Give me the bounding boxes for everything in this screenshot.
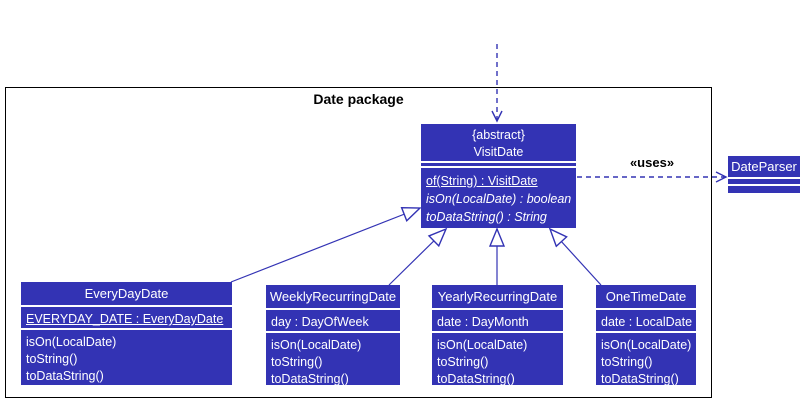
attribute-line: date : DayMonth bbox=[437, 315, 529, 329]
class-dateparser: DateParser bbox=[728, 156, 800, 193]
class-onetimedate-methods: isOn(LocalDate) toString() toDataString(… bbox=[596, 331, 696, 388]
uses-stereotype-label: «uses» bbox=[629, 155, 675, 170]
class-yearlyrecurringdate: YearlyRecurringDate date : DayMonth isOn… bbox=[432, 285, 563, 388]
class-onetimedate-name: OneTimeDate bbox=[605, 289, 687, 304]
class-yearlyrecurringdate-attrs: date : DayMonth bbox=[432, 308, 563, 331]
method-line: isOn(LocalDate) bbox=[601, 338, 692, 352]
class-yearlyrecurringdate-name: YearlyRecurringDate bbox=[437, 289, 558, 304]
attribute-line: EVERYDAY_DATE : EveryDayDate bbox=[26, 312, 224, 326]
class-weeklyrecurringdate: WeeklyRecurringDate day : DayOfWeek isOn… bbox=[266, 285, 400, 388]
class-everydaydate: EveryDayDate EVERYDAY_DATE : EveryDayDat… bbox=[21, 282, 232, 385]
class-everydaydate-name: EveryDayDate bbox=[84, 286, 169, 301]
method-line: of(String) : VisitDate bbox=[426, 174, 538, 188]
class-onetimedate: OneTimeDate date : LocalDate isOn(LocalD… bbox=[596, 285, 696, 388]
class-visitdate-methods: of(String) : VisitDate isOn(LocalDate) :… bbox=[421, 168, 576, 226]
class-visitdate: {abstract} VisitDate of(String) : VisitD… bbox=[421, 124, 576, 228]
class-weeklyrecurringdate-methods: isOn(LocalDate) toString() toDataString(… bbox=[266, 331, 400, 388]
class-visitdate-empty-attrs bbox=[421, 161, 576, 168]
class-weeklyrecurringdate-attrs: day : DayOfWeek bbox=[266, 308, 400, 331]
class-visitdate-title: {abstract} VisitDate bbox=[421, 124, 576, 161]
attribute-line: day : DayOfWeek bbox=[271, 315, 369, 329]
attribute-line: date : LocalDate bbox=[601, 315, 693, 329]
method-line: toString() bbox=[271, 355, 323, 369]
method-line: toString() bbox=[437, 355, 489, 369]
method-line: isOn(LocalDate) bbox=[437, 338, 528, 352]
method-line: isOn(LocalDate) : boolean bbox=[426, 192, 572, 206]
method-line: toString() bbox=[601, 355, 653, 369]
class-dateparser-name: DateParser bbox=[731, 159, 797, 174]
class-dateparser-empty-methods bbox=[728, 184, 800, 193]
method-line: toDataString() bbox=[271, 372, 349, 386]
method-line: toString() bbox=[26, 352, 78, 366]
method-line: toDataString() bbox=[601, 372, 679, 386]
class-everydaydate-attrs: EVERYDAY_DATE : EveryDayDate bbox=[21, 305, 232, 328]
class-visitdate-name: VisitDate bbox=[473, 145, 524, 159]
package-title: Date package bbox=[313, 91, 404, 107]
method-line: toDataString() bbox=[26, 369, 104, 383]
method-line: isOn(LocalDate) bbox=[26, 335, 117, 349]
class-yearlyrecurringdate-methods: isOn(LocalDate) toString() toDataString(… bbox=[432, 331, 563, 388]
method-line: toDataString() bbox=[437, 372, 515, 386]
class-dateparser-empty-attrs bbox=[728, 177, 800, 184]
class-everydaydate-methods: isOn(LocalDate) toString() toDataString(… bbox=[21, 328, 232, 385]
method-line: isOn(LocalDate) bbox=[271, 338, 362, 352]
date-package-frame bbox=[5, 87, 712, 398]
method-line: toDataString() : String bbox=[426, 210, 547, 224]
class-weeklyrecurringdate-name: WeeklyRecurringDate bbox=[269, 289, 397, 304]
class-onetimedate-attrs: date : LocalDate bbox=[596, 308, 696, 331]
class-visitdate-stereotype: {abstract} bbox=[472, 128, 525, 142]
